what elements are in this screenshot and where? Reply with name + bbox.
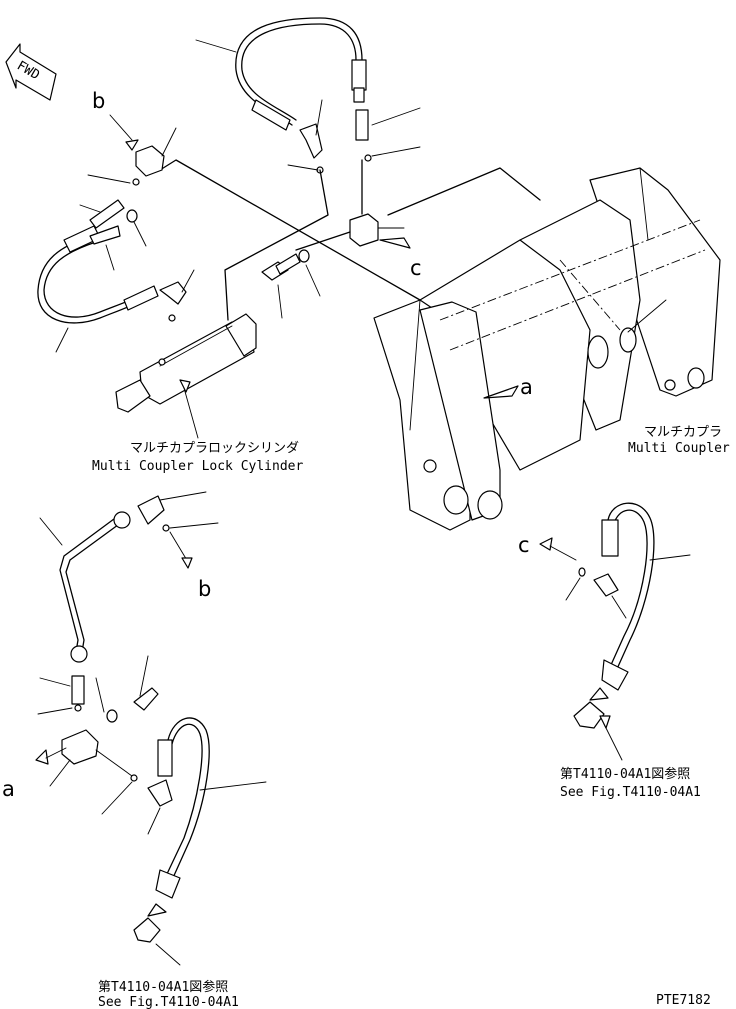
multi-coupler-label-jp: マルチカプラ <box>644 425 722 440</box>
fwd-arrow-icon: FWD <box>5 43 57 101</box>
right-hose: c <box>518 502 691 761</box>
lower-hose <box>133 717 267 966</box>
center-bolt <box>261 249 321 319</box>
left-hose <box>37 199 195 353</box>
lock-cylinder-label-jp: マルチカプラロックシリンダ <box>130 441 299 456</box>
block-b-top: b <box>87 89 177 247</box>
letter-a-center: a <box>520 375 533 399</box>
see-fig-bottom-en: See Fig.T4110-04A1 <box>98 995 239 1009</box>
see-fig-bottom-jp: 第T4110-04A1図参照 <box>98 979 228 995</box>
pipe-lines <box>159 159 541 321</box>
block-a: a <box>2 655 159 815</box>
letter-b-top: b <box>92 89 105 113</box>
letter-c-right: c <box>518 533 530 557</box>
letter-b-mid: b <box>198 577 211 601</box>
lock-cylinder <box>115 313 257 439</box>
lock-cylinder-label-en: Multi Coupler Lock Cylinder <box>92 459 303 474</box>
block-c: c <box>349 159 422 280</box>
multi-coupler: a <box>373 167 721 531</box>
see-fig-right-jp: 第T4110-04A1図参照 <box>560 766 690 782</box>
top-fittings <box>287 99 421 174</box>
top-hose <box>195 17 367 131</box>
see-fig-right-en: See Fig.T4110-04A1 <box>560 785 701 800</box>
drawing-code: PTE7182 <box>656 993 711 1008</box>
middle-pipe: b <box>39 491 219 663</box>
letter-c-center: c <box>410 256 422 280</box>
multi-coupler-label-en: Multi Coupler <box>628 441 730 456</box>
letter-a-left: a <box>2 777 15 801</box>
